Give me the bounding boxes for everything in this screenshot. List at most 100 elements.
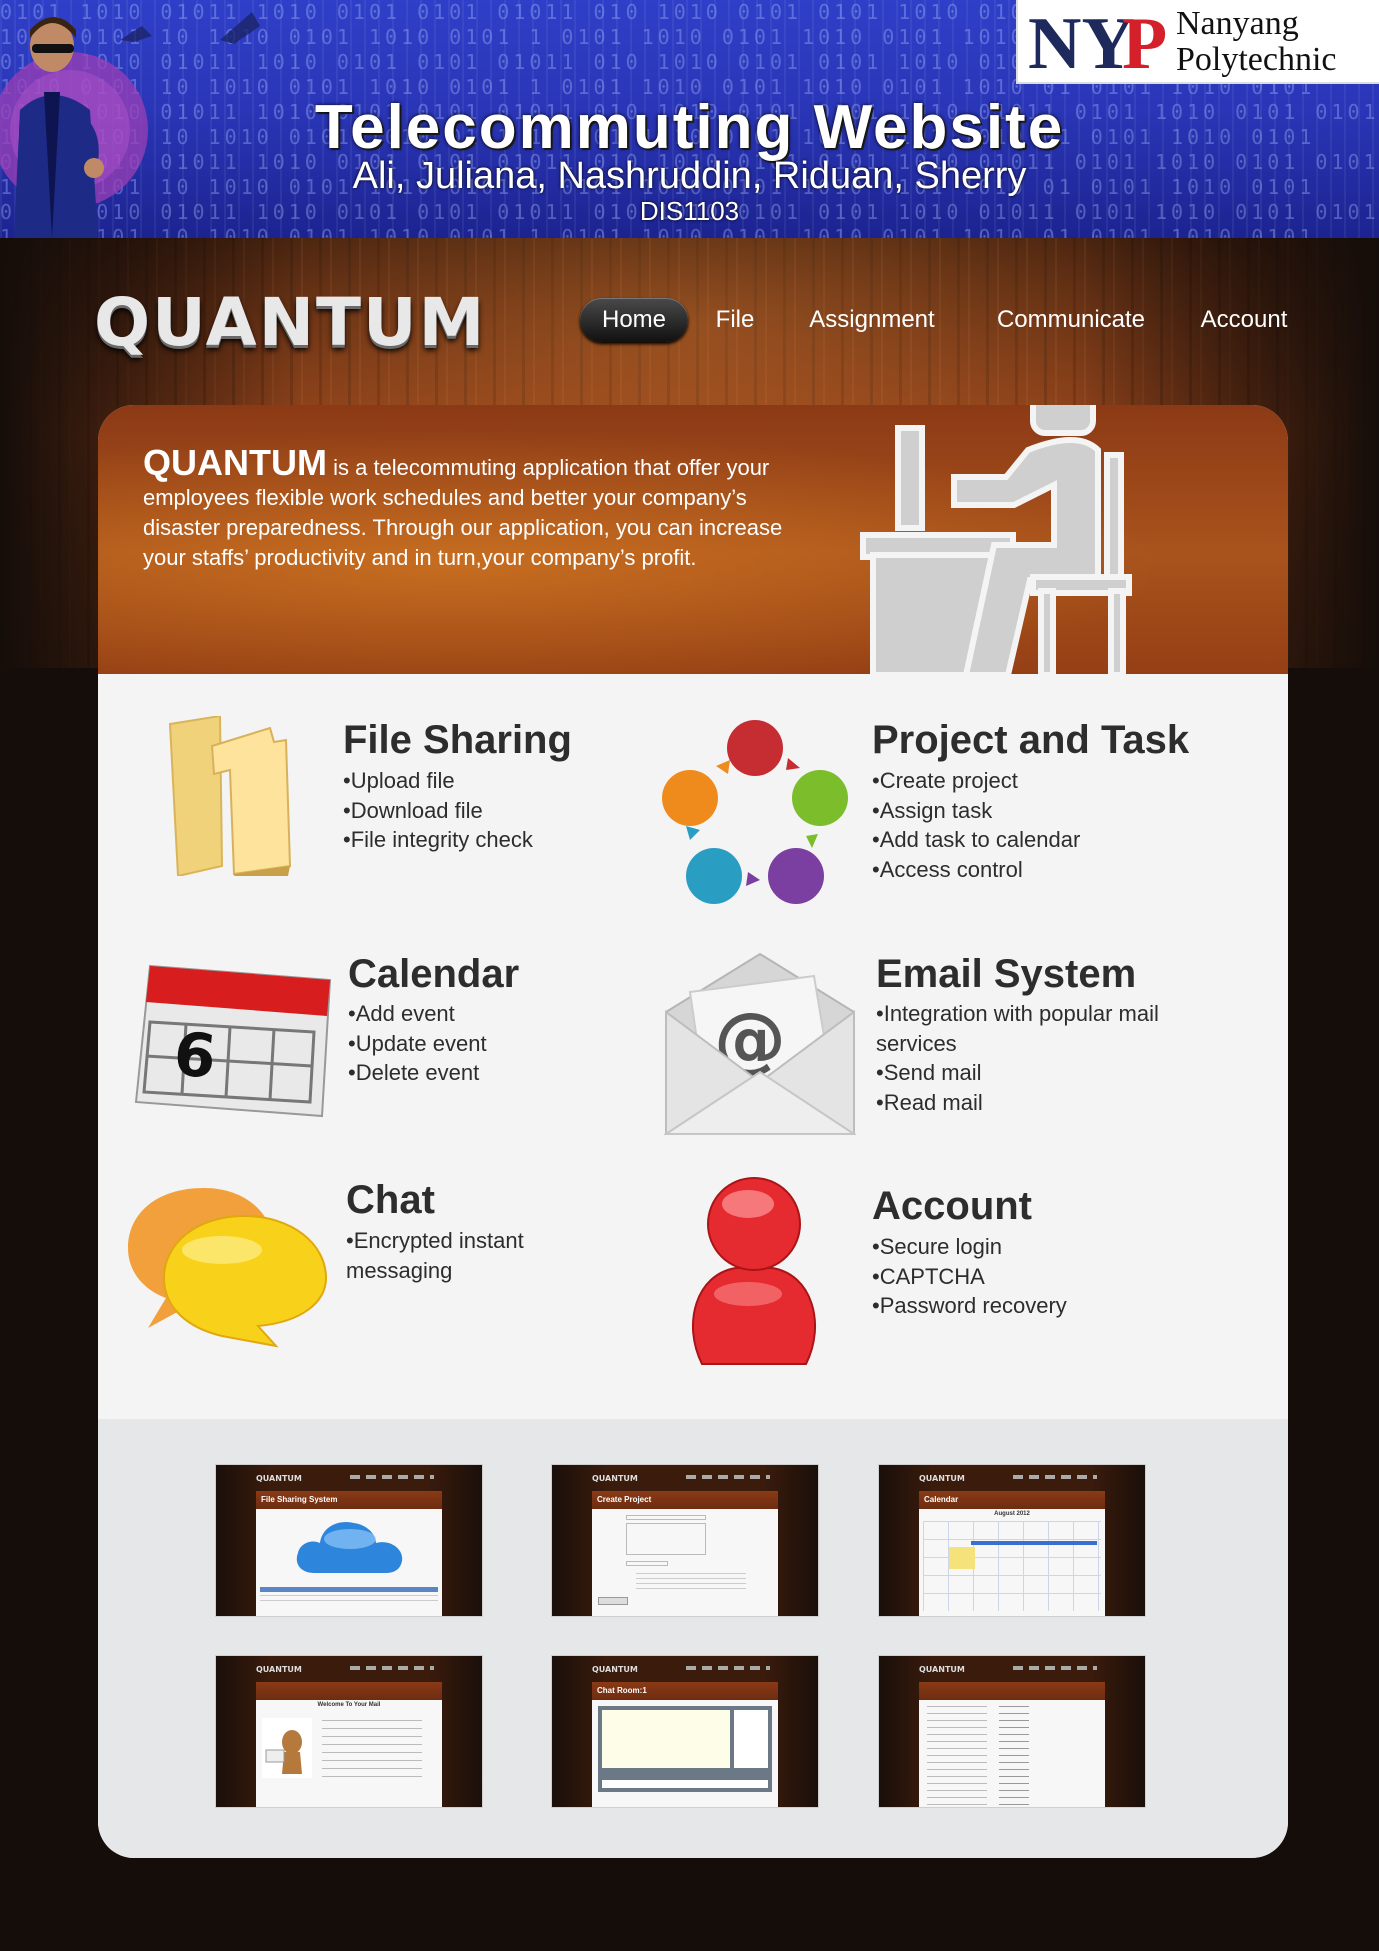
thumb-panel: File Sharing System (256, 1491, 442, 1616)
user-icon (692, 1177, 816, 1365)
mascot-icon (262, 1718, 312, 1778)
features-section: File Sharing Upload file Download file F… (98, 674, 1288, 1419)
feature-list-calendar: Add event Update event Delete event (348, 999, 487, 1088)
nav-file[interactable]: File (715, 306, 755, 333)
thumb-field (626, 1523, 706, 1555)
feature-item: Integration with popular mail services (876, 999, 1176, 1058)
svg-text:P: P (1122, 4, 1167, 78)
feature-item: Download file (343, 796, 533, 826)
feature-title-file-sharing: File Sharing (343, 718, 572, 762)
site-logo[interactable]: QUANTUM (94, 284, 487, 361)
thumb-nav (686, 1475, 770, 1479)
thumb-chat-input (602, 1780, 768, 1788)
thumb-logo: QUANTUM (256, 1474, 302, 1483)
thumb-logo: QUANTUM (256, 1665, 302, 1674)
thumb-heading: Calendar (919, 1491, 1105, 1509)
feature-item: Add event (348, 999, 487, 1029)
thumb-form-labels (927, 1706, 987, 1806)
thumb-panel: Chat Room:1 (592, 1682, 778, 1807)
thumb-text-lines (322, 1720, 422, 1780)
thumb-panel: Calendar August 2012 (919, 1491, 1105, 1616)
poster-title: Telecommuting Website (314, 93, 1065, 162)
feature-list-account: Secure login CAPTCHA Password recovery (872, 1232, 1067, 1321)
thumb-heading: File Sharing System (256, 1491, 442, 1509)
screenshot-gallery: QUANTUM File Sharing System QUANTUM Crea… (98, 1419, 1288, 1858)
thumb-user-list (734, 1710, 768, 1768)
nyp-mark-icon: NY P (1028, 4, 1167, 78)
feature-title-email-system: Email System (876, 952, 1137, 996)
svg-text:6: 6 (170, 1019, 219, 1093)
feature-item: Assign task (872, 796, 1080, 826)
thumb-panel: Create Project (592, 1491, 778, 1616)
screenshot-file-sharing[interactable]: QUANTUM File Sharing System (216, 1465, 482, 1616)
thumb-table-rows (260, 1595, 438, 1605)
cycle-icon (662, 720, 848, 904)
feature-title-project-and-task: Project and Task (872, 718, 1190, 762)
feature-item: Add task to calendar (872, 825, 1081, 855)
feature-item: Send mail (876, 1058, 1176, 1088)
feature-title-account: Account (872, 1184, 1032, 1228)
feature-item: Encrypted instant messaging (346, 1226, 586, 1285)
thumb-field (626, 1561, 668, 1566)
feature-item: Password recovery (872, 1291, 1067, 1321)
thumb-heading: Chat Room:1 (592, 1682, 778, 1700)
feature-item: Secure login (872, 1232, 1067, 1262)
thumb-panel (919, 1682, 1105, 1807)
desk-worker-icon (860, 405, 1132, 675)
thumb-nav (1013, 1666, 1097, 1670)
thumb-subheading: August 2012 (994, 1511, 1030, 1517)
calendar-icon: 6 (134, 964, 332, 1118)
envelope-icon: @ (664, 952, 856, 1135)
screenshot-calendar[interactable]: QUANTUM Calendar August 2012 (879, 1465, 1145, 1616)
nav-assignment[interactable]: Assignment (809, 306, 935, 333)
nav-communicate[interactable]: Communicate (996, 306, 1146, 333)
thumb-button (598, 1597, 628, 1605)
hero-brand: QUANTUM (143, 442, 327, 483)
institution-name: Nanyang Polytechnic (1176, 6, 1337, 78)
screenshot-mail[interactable]: QUANTUM Welcome To Your Mail (216, 1656, 482, 1807)
feature-title-chat: Chat (346, 1178, 435, 1222)
content-card: QUANTUM is a telecommuting application t… (98, 405, 1288, 1858)
thumb-logo: QUANTUM (592, 1474, 638, 1483)
nav-home[interactable]: Home (580, 298, 688, 342)
thumb-event-bar (971, 1541, 1097, 1545)
thumb-logo: QUANTUM (919, 1665, 965, 1674)
screenshot-chat-room[interactable]: QUANTUM Chat Room:1 (552, 1656, 818, 1807)
feature-item: CAPTCHA (872, 1262, 1067, 1292)
thumb-table-rows (636, 1573, 746, 1589)
poster-authors: Ali, Juliana, Nashruddin, Riduan, Sherry (352, 155, 1027, 197)
thumb-logo: QUANTUM (592, 1665, 638, 1674)
cloud-icon (296, 1521, 403, 1573)
feature-item: Delete event (348, 1058, 487, 1088)
screenshot-create-project[interactable]: QUANTUM Create Project (552, 1465, 818, 1616)
thumb-chat-log (602, 1710, 730, 1768)
thumb-nav (1013, 1475, 1097, 1479)
institution-line-1: Nanyang (1176, 5, 1299, 42)
thumb-subheading: Welcome To Your Mail (317, 1702, 381, 1708)
feature-item: File integrity check (343, 825, 533, 855)
institution-line-2: Polytechnic (1176, 41, 1337, 78)
thumb-heading (919, 1682, 1105, 1700)
hero-description: QUANTUM is a telecommuting application t… (143, 445, 823, 573)
feature-list-chat: Encrypted instant messaging (346, 1226, 586, 1285)
feature-item: Update event (348, 1029, 487, 1059)
course-code: DIS1103 (639, 196, 740, 226)
thumb-sticky-note (949, 1547, 975, 1569)
feature-list-project-and-task: Create project Assign task Add task to c… (872, 766, 1081, 885)
feature-item: Upload file (343, 766, 533, 796)
nav-account[interactable]: Account (1200, 306, 1288, 333)
thumb-panel: Welcome To Your Mail (256, 1682, 442, 1807)
feature-list-email-system: Integration with popular mail services S… (876, 999, 1176, 1117)
feature-item: Create project (872, 766, 1080, 796)
poster-banner: 0101 1010 01011 1010 0101 0101 01011 010… (0, 0, 1379, 238)
hero-text: is a telecommuting application that offe… (143, 455, 783, 570)
thumb-logo: QUANTUM (919, 1474, 965, 1483)
thumb-field (626, 1515, 706, 1520)
main-nav: Home File Assignment Communicate Account (0, 298, 1379, 344)
hacker-illustration (0, 12, 260, 238)
thumb-heading (256, 1682, 442, 1700)
screenshot-account[interactable]: QUANTUM (879, 1656, 1145, 1807)
nyp-logo: NY P Nanyang Polytechnic (1016, 0, 1379, 84)
feature-item: Access control (872, 855, 1080, 885)
thumb-nav (350, 1666, 434, 1670)
